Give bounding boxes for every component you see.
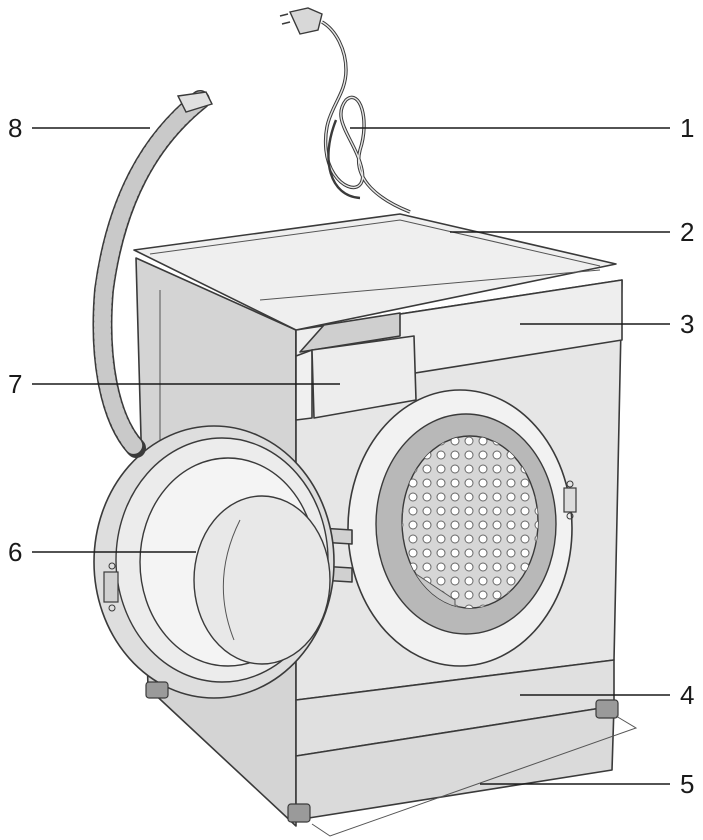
door-glass xyxy=(193,495,331,665)
floor-outline xyxy=(311,715,638,837)
top-cover xyxy=(133,213,617,331)
door-opening xyxy=(347,389,577,667)
door-porthole-icon[interactable] xyxy=(93,425,335,699)
power-plug-icon xyxy=(279,7,411,214)
detergent-drawer[interactable] xyxy=(295,312,417,421)
callout-2: 2 xyxy=(680,217,694,247)
drain-hose-icon xyxy=(92,90,213,458)
callout-4: 4 xyxy=(680,680,694,710)
callout-labels: 1 2 3 4 5 6 7 8 xyxy=(8,113,694,799)
callout-1: 1 xyxy=(680,113,694,143)
washing-machine xyxy=(93,213,638,837)
drawer-side xyxy=(295,349,313,421)
callout-6: 6 xyxy=(8,537,22,567)
base-strip xyxy=(295,705,615,821)
drawer-cavity xyxy=(299,312,401,353)
machine-feet xyxy=(145,681,619,823)
callout-7: 7 xyxy=(8,369,22,399)
callout-3: 3 xyxy=(680,309,694,339)
callout-8: 8 xyxy=(8,113,22,143)
callout-leaders xyxy=(32,127,670,785)
detergent-drawer-icon xyxy=(311,335,417,419)
callout-5: 5 xyxy=(680,769,694,799)
door-lock xyxy=(563,487,577,513)
